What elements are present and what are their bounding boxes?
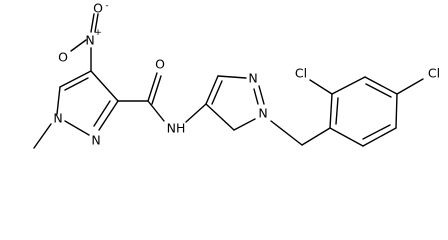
- bond-c4-cl: [396, 78, 424, 95]
- bond-pz2-n1-c3: [233, 118, 256, 131]
- bond-bz-c2-c3: [331, 76, 366, 95]
- bond-pz1-c5-n1: [56, 86, 61, 115]
- molecule-structure: N + O - O O N N NH N N Cl Cl: [33, 1, 440, 149]
- bond-bz-c6-c1: [329, 127, 364, 147]
- bond-bz-c1-c2-inner: [335, 97, 339, 125]
- bond-pz1-n2-c3-outer: [98, 100, 119, 131]
- bond-pz1-n2-c3-inner: [93, 100, 111, 127]
- bond-pz1-c4-c5-outer: [59, 70, 92, 88]
- bond-pz2-n-n1-a: [258, 85, 265, 105]
- nitro-nitrogen-charge: +: [94, 28, 102, 38]
- bond-c2-cl: [309, 79, 333, 95]
- bond-n1-ch2: [270, 120, 303, 146]
- bond-bz-c5-c6-outer: [362, 127, 397, 147]
- bond-ch2-ipso: [301, 127, 331, 146]
- bond-pz2-c4-c5-inner: [211, 80, 223, 105]
- bond-bz-c4-c5: [395, 93, 398, 129]
- bond-pz1-n1-n2: [64, 120, 90, 136]
- chlorine-para-label: Cl: [428, 66, 440, 81]
- bond-pz2-c5-n: [217, 75, 247, 79]
- nitro-oxygen-left-label: O: [58, 50, 68, 65]
- bond-carbonyl-nh: [147, 100, 165, 122]
- bond-pz2-c4-c5-outer: [205, 75, 219, 105]
- nitro-oxygen-top-label: O: [93, 1, 103, 16]
- amide-nh-label: NH: [167, 121, 186, 136]
- pyrazole2-n-benzyl-label: N: [258, 106, 267, 121]
- bond-nitro-n-o-left: [70, 39, 87, 52]
- bond-pz1-c4-c5-inner: [64, 77, 89, 91]
- bond-pz2-c3-c4: [205, 103, 235, 131]
- bond-bz-c5-c6-inner: [362, 124, 391, 140]
- bond-n1-methyl: [33, 123, 52, 149]
- bond-bz-c3-c4-outer: [364, 76, 398, 95]
- bond-pz1-c3-c4: [90, 70, 119, 102]
- nitro-oxygen-top-charge: -: [105, 1, 108, 11]
- bond-nitro-n-o-top-a: [94, 13, 99, 33]
- pyrazole2-n-top-label: N: [248, 71, 257, 86]
- bond-nh-c4: [185, 103, 207, 123]
- bond-carbonyl-o-a: [147, 72, 158, 102]
- bond-pz2-n-n1-b: [253, 88, 259, 105]
- bond-bz-c3-c4-inner: [365, 83, 392, 98]
- nitro-nitrogen-label: N: [85, 33, 94, 48]
- chlorine-ortho-label: Cl: [295, 66, 307, 81]
- pyrazole1-n-methyl-label: N: [53, 111, 62, 126]
- bond-nitro-n-o-top-b: [90, 13, 95, 33]
- pyrazole1-n2-label: N: [91, 133, 100, 148]
- amide-oxygen-label: O: [155, 57, 165, 72]
- molecule-canvas: N + O - O O N N NH N N Cl Cl: [33, 1, 440, 149]
- bond-bz-c1-c2-outer: [329, 93, 333, 129]
- bond-carbonyl-o-b: [151, 75, 162, 105]
